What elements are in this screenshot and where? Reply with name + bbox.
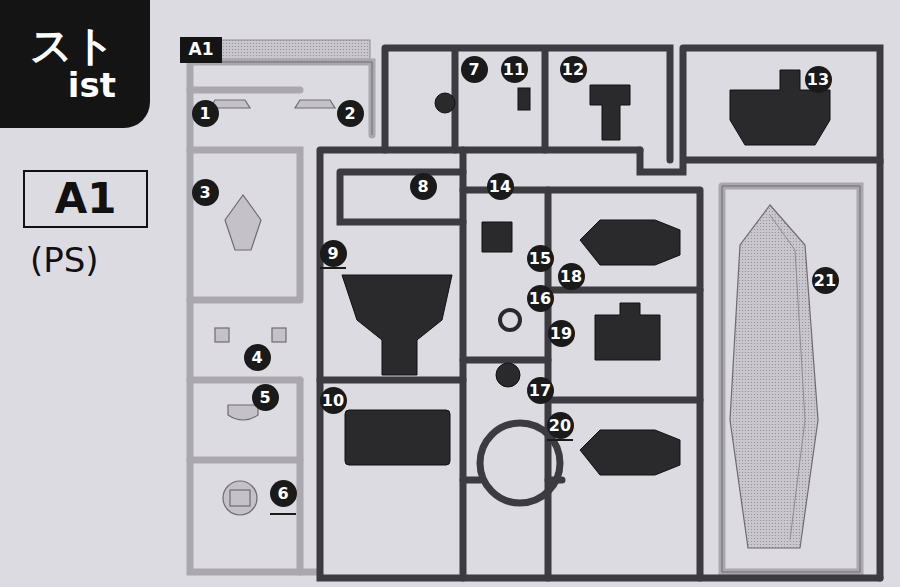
material-label: (PS) bbox=[30, 240, 99, 280]
sprue-letter: A1 bbox=[55, 177, 117, 221]
callout-number: 9 bbox=[320, 240, 347, 267]
callout-number: 7 bbox=[461, 56, 488, 83]
header-tab: ストist bbox=[0, 0, 150, 128]
callout-number: 13 bbox=[805, 66, 832, 93]
callout-number: 15 bbox=[527, 245, 554, 272]
header-text: スト bbox=[30, 24, 116, 68]
callout-number: 5 bbox=[252, 384, 279, 411]
sprue-box: A1 bbox=[23, 170, 148, 228]
callout-number: 2 bbox=[337, 100, 364, 127]
header-text: ist bbox=[68, 68, 116, 104]
callout-number: 11 bbox=[501, 56, 528, 83]
callout-number: 3 bbox=[192, 179, 219, 206]
sprue-tag: A1 bbox=[180, 37, 222, 63]
callout-number: 18 bbox=[558, 263, 585, 290]
callout-number: 16 bbox=[527, 285, 554, 312]
callout-number: 8 bbox=[410, 173, 437, 200]
callout-number: 14 bbox=[487, 173, 514, 200]
callout-number: 20 bbox=[547, 412, 574, 439]
callout-number: 1 bbox=[192, 100, 219, 127]
callout-number: 6 bbox=[270, 480, 297, 507]
callout-number: 21 bbox=[812, 267, 839, 294]
callout-number: 4 bbox=[244, 344, 271, 371]
callout-number: 10 bbox=[320, 387, 347, 414]
callout-number: 12 bbox=[560, 56, 587, 83]
sprue-letter: A1 bbox=[189, 41, 214, 59]
callout-number: 19 bbox=[548, 320, 575, 347]
callout-number: 17 bbox=[527, 377, 554, 404]
